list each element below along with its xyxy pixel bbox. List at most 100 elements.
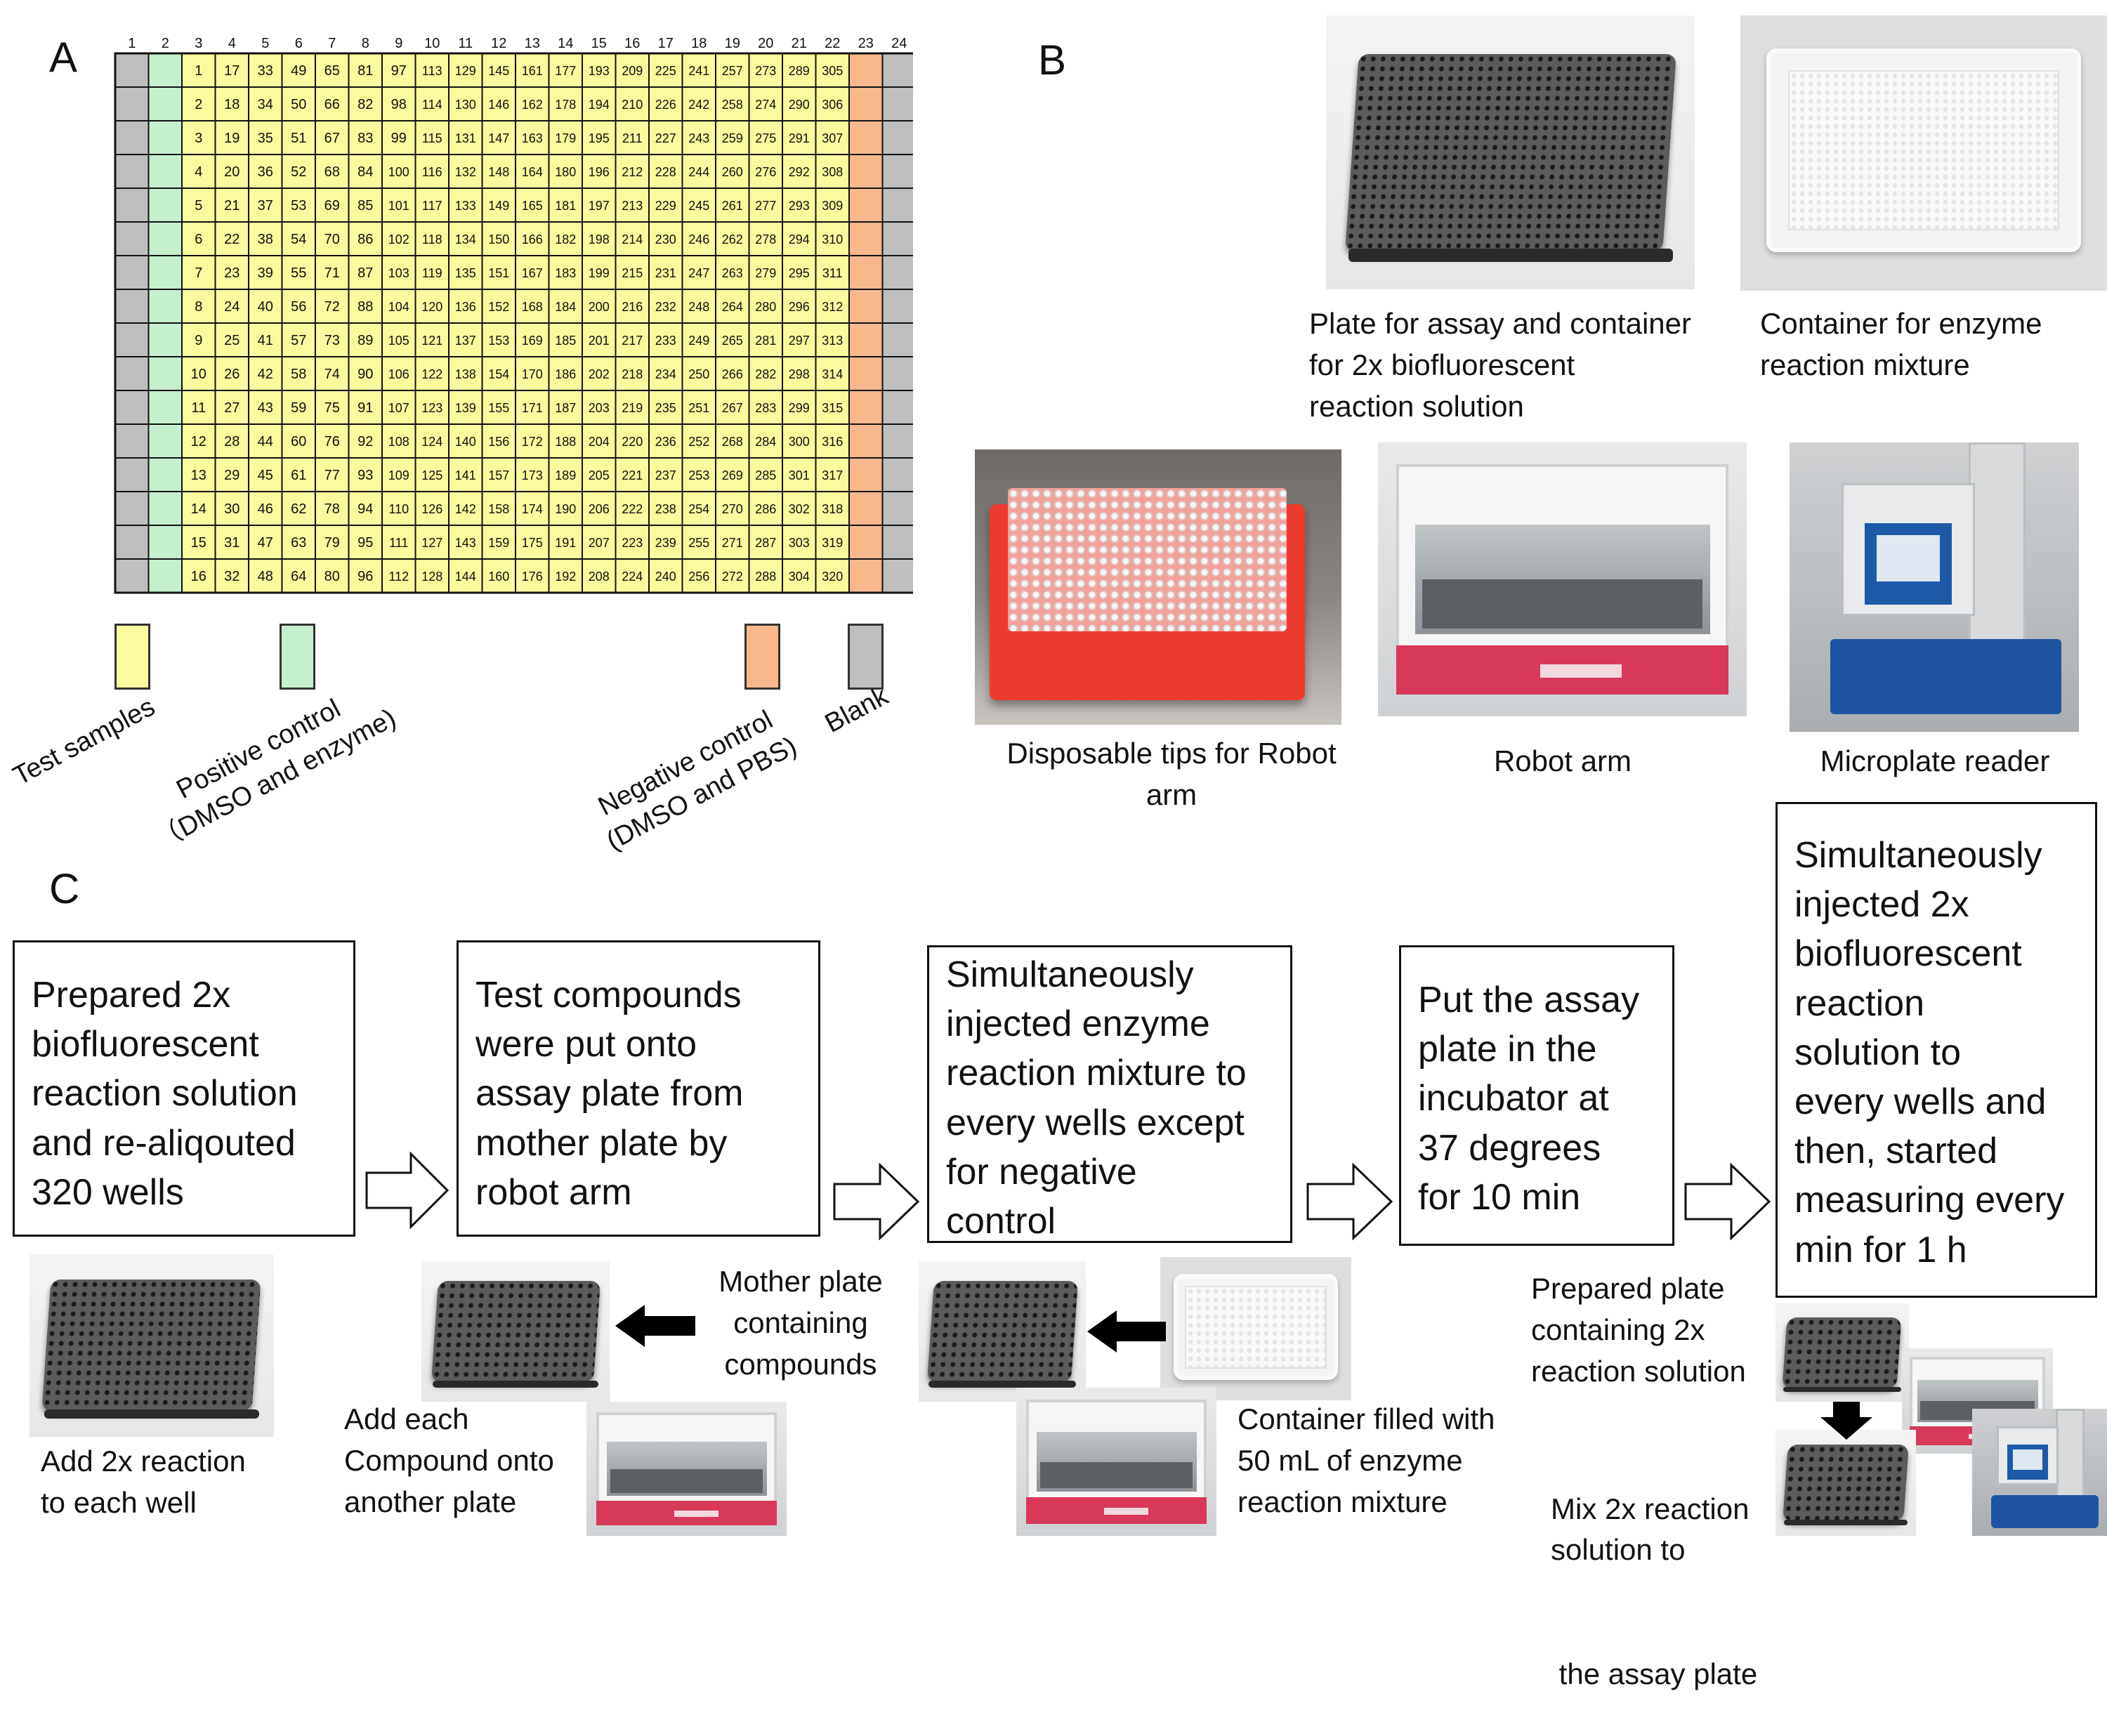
plate-well [548,188,583,223]
well-number: 112 [388,570,409,584]
well-number: 197 [589,199,610,213]
well-number: 121 [421,334,442,348]
plate-well [881,53,917,88]
well-number: 139 [455,401,476,415]
well-number: 280 [755,300,776,314]
enzyme-container-photo [1740,15,2107,291]
plate-col-label: 19 [725,36,740,51]
well-number: 217 [622,334,643,348]
plate-well [548,491,583,526]
well-number: 151 [488,266,509,280]
plate-well [281,120,316,155]
well-number: 265 [722,334,743,348]
well-number: 221 [622,468,643,482]
well-number: 262 [722,232,743,246]
legend-swatch-positive-control [280,624,315,690]
disposable-tips-photo [975,449,1341,725]
well-number: 269 [722,468,743,482]
well-number: 179 [555,131,576,145]
well-number: 70 [324,232,340,247]
plate-well [648,356,683,391]
panel-b-label: B [1038,37,1067,84]
well-number: 120 [421,300,442,314]
plate-col-label: 20 [758,36,773,51]
plate-well [147,221,183,256]
well-number: 98 [391,97,407,112]
well-number: 144 [455,570,476,584]
well-number: 268 [722,435,743,449]
plate-col-label: 24 [891,36,907,51]
plate-well [848,255,884,290]
well-number: 206 [589,502,610,516]
well-number: 143 [455,536,476,550]
plate-well [248,390,283,425]
well-number: 115 [422,131,442,145]
plate-well [648,120,683,155]
well-number: 81 [357,63,373,79]
plate-col-label: 12 [491,36,506,51]
plate-well [481,525,516,560]
well-number: 202 [589,367,610,381]
well-number: 234 [655,367,676,381]
plate-well [181,356,216,391]
plate-well [381,255,416,290]
well-number: 185 [555,334,576,348]
well-number: 255 [688,536,709,550]
plate-well [348,356,383,391]
plate-well [782,86,817,121]
well-number: 38 [258,232,273,247]
plate-well [615,457,650,492]
well-number: 318 [822,502,843,516]
well-number: 16 [191,569,206,584]
plate-well [681,558,716,593]
well-number: 10 [191,367,206,382]
well-number: 43 [258,400,273,416]
well-number: 85 [357,198,373,213]
plate-well [481,356,516,391]
plate-well [147,423,183,459]
well-number: 226 [655,98,676,112]
plate-well [715,53,750,88]
well-number: 64 [291,569,306,584]
plate-well [114,491,150,526]
well-number: 277 [755,199,776,213]
well-number: 114 [422,98,442,112]
well-number: 9 [195,333,202,348]
well-number: 79 [324,535,340,551]
well-number: 23 [224,265,239,281]
plate-col-label: 21 [792,36,807,51]
well-number: 110 [388,502,409,516]
well-number: 109 [388,468,409,482]
well-number: 207 [589,536,610,550]
well-number: 150 [488,232,509,246]
plate-well [782,289,817,324]
plate-well [147,120,183,155]
plate-well [748,188,783,223]
well-number: 122 [421,367,442,381]
well-number: 183 [555,266,576,280]
plate-well [315,390,350,425]
well-number: 275 [755,131,776,145]
plate-well [848,120,884,155]
plate-well [515,188,550,223]
well-number: 294 [789,232,810,246]
well-number: 11 [191,400,206,416]
plate-well [815,390,850,425]
well-number: 96 [357,569,373,584]
well-number: 184 [555,300,576,314]
well-number: 163 [522,131,543,145]
plate-well [648,255,683,290]
plate-well [881,188,917,223]
well-number: 214 [622,232,643,246]
well-number: 5 [195,198,202,213]
plate-col-label: 9 [395,36,402,51]
well-number: 304 [789,570,810,584]
plate-well [414,255,449,290]
plate-well [147,289,183,324]
well-number: 180 [555,165,576,179]
well-number: 253 [688,468,709,482]
plate-well [515,86,550,121]
